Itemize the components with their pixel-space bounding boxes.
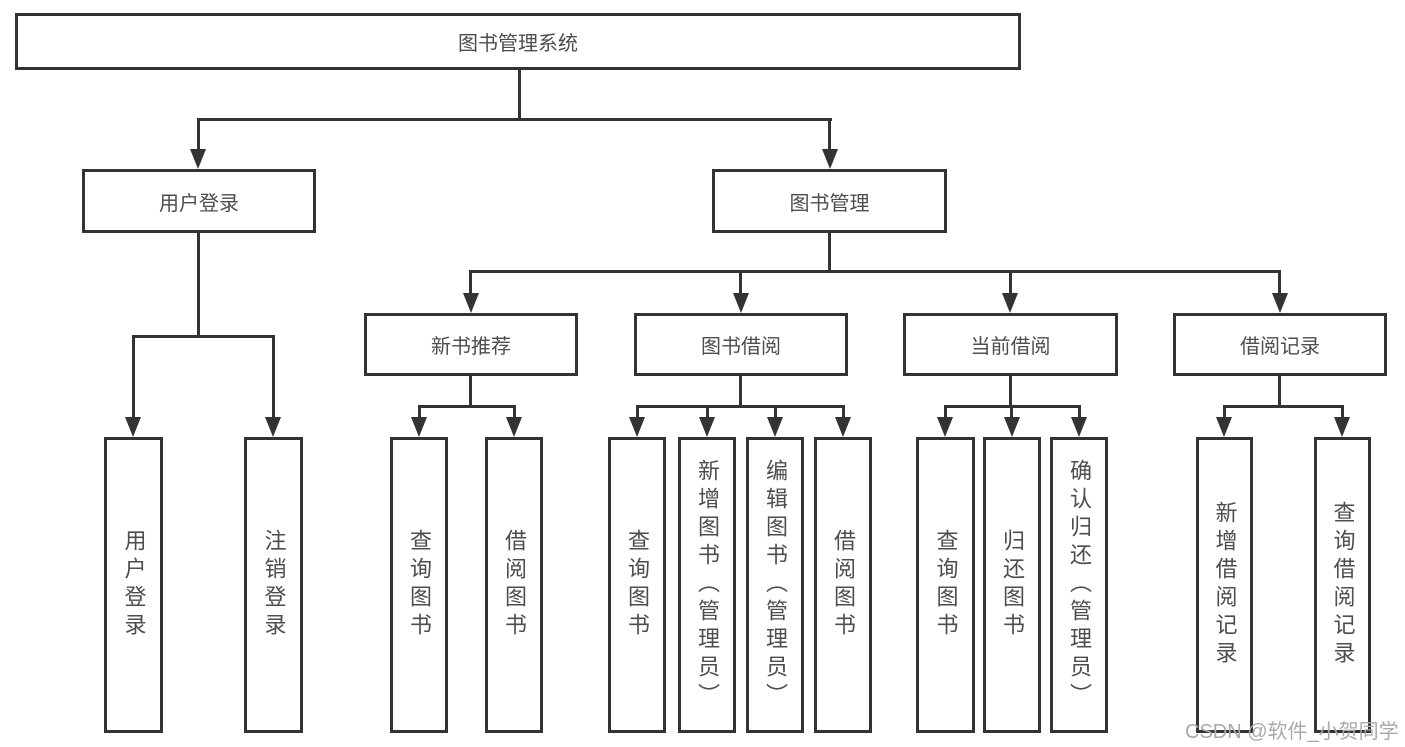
leaf-query-books-borrow: 查询图书 (608, 437, 666, 733)
connector-stem (469, 270, 472, 296)
connector-split (470, 270, 1281, 273)
connector-stem (1223, 405, 1226, 421)
leaf-borrow-books-recommend: 借阅图书 (485, 437, 543, 733)
connector-stem (132, 335, 135, 420)
node-user-login: 用户登录 (82, 169, 316, 233)
node-book-management: 图书管理 (712, 169, 947, 233)
connector-stem (1009, 270, 1012, 296)
node-borrow-records: 借阅记录 (1173, 313, 1387, 376)
leaf-return-books: 归还图书 (983, 437, 1041, 733)
leaf-add-books-admin: 新增图书（管理员） (678, 437, 736, 733)
connector-stem (1078, 405, 1081, 421)
connector-stem (636, 405, 639, 421)
arrowhead-down-icon (125, 417, 141, 437)
leaf-query-books-current: 查询图书 (916, 437, 975, 733)
watermark: CSDN @软件_小贺同学 (1185, 721, 1399, 743)
leaf-borrow-books: 借阅图书 (814, 437, 872, 733)
arrowhead-down-icon (1002, 293, 1018, 313)
leaf-confirm-return-admin: 确认归还（管理员） (1050, 437, 1108, 733)
arrowhead-down-icon (699, 417, 715, 437)
connector-stem (1010, 405, 1013, 421)
arrowhead-down-icon (1216, 417, 1232, 437)
connector-root-split (197, 118, 832, 121)
connector-stem (513, 405, 516, 421)
connector-split (418, 405, 516, 408)
arrowhead-down-icon (411, 417, 427, 437)
arrowhead-down-icon (463, 293, 479, 313)
connector-stem (1278, 270, 1281, 296)
arrowhead-down-icon (937, 417, 953, 437)
connector-split (132, 335, 275, 338)
node-new-book-recommend: 新书推荐 (364, 313, 578, 376)
connector-stem (739, 270, 742, 296)
connector-stem (1341, 405, 1344, 421)
connector-drop (197, 232, 200, 338)
arrowhead-down-icon (733, 293, 749, 313)
leaf-add-borrow-record: 新增借阅记录 (1196, 437, 1253, 733)
connector-stem (842, 405, 845, 421)
node-current-borrow: 当前借阅 (903, 313, 1118, 376)
leaf-query-books-recommend: 查询图书 (390, 437, 448, 733)
arrowhead-down-icon (1004, 417, 1020, 437)
connector-drop (1278, 375, 1281, 408)
connector-stem (774, 405, 777, 421)
connector-stem (197, 118, 200, 152)
connector-stem (272, 335, 275, 420)
connector-drop (469, 375, 472, 408)
arrowhead-down-icon (1334, 417, 1350, 437)
node-book-borrow: 图书借阅 (634, 313, 848, 376)
connector-split (636, 405, 845, 408)
leaf-user-login: 用户登录 (104, 437, 163, 733)
connector-stem (944, 405, 947, 421)
connector-drop (739, 375, 742, 408)
arrowhead-down-icon (822, 149, 838, 169)
node-root-system: 图书管理系统 (15, 13, 1021, 70)
connector-stem (706, 405, 709, 421)
arrowhead-down-icon (506, 417, 522, 437)
arrowhead-down-icon (265, 417, 281, 437)
arrowhead-down-icon (835, 417, 851, 437)
connector-drop (1009, 375, 1012, 408)
arrowhead-down-icon (1272, 293, 1288, 313)
connector-root-drop (518, 69, 521, 121)
leaf-edit-books-admin: 编辑图书（管理员） (746, 437, 804, 733)
leaf-logout: 注销登录 (244, 437, 303, 733)
connector-drop (828, 232, 831, 273)
arrowhead-down-icon (190, 149, 206, 169)
connector-stem (418, 405, 421, 421)
connector-stem (828, 118, 831, 152)
arrowhead-down-icon (1071, 417, 1087, 437)
leaf-query-borrow-record: 查询借阅记录 (1314, 437, 1371, 733)
connector-split (1223, 405, 1344, 408)
arrowhead-down-icon (767, 417, 783, 437)
arrowhead-down-icon (629, 417, 645, 437)
